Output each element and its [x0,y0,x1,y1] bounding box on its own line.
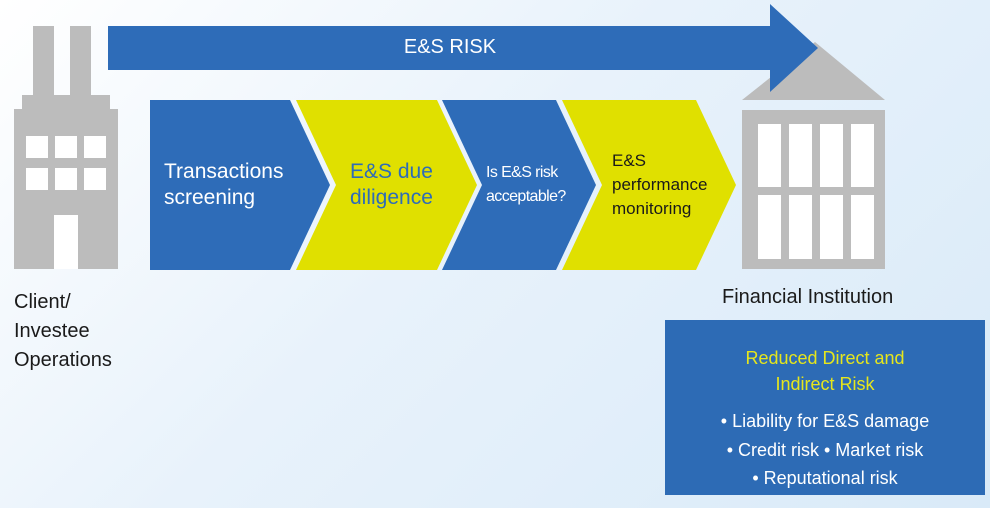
risk-box-title-1: Reduced Direct and [745,348,905,368]
risk-item-liability: • Liability for E&S damage [720,411,930,431]
step-4-line-3: monitoring [612,199,692,218]
client-line-3: Operations [14,349,112,371]
step-due-diligence: E&S due diligence [350,150,450,220]
step-4-line-2: performance [612,175,708,194]
risk-item-reputational: • Reputational risk [752,468,898,488]
bank-building-icon [742,42,885,269]
step-risk-acceptable: Is E&S risk acceptable? [486,150,586,220]
client-label: Client/ Investee Operations [14,288,112,375]
risk-item-credit-market: • Credit risk • Market risk [726,440,924,460]
risk-arrow-label: E&S RISK [403,36,497,58]
step-performance-monitoring: E&S performance monitoring [612,140,727,230]
client-line-2: Investee [14,320,90,342]
step-3-line-1: Is E&S risk [486,164,558,181]
step-2-line-2: diligence [350,186,433,209]
step-4-line-1: E&S [612,151,647,170]
risk-box-title-2: Indirect Risk [775,374,875,394]
step-transactions-screening: Transactions screening [164,150,304,220]
chevron-transactions-screening [150,100,330,270]
chevron-due-diligence [296,100,477,270]
step-1-line-1: Transactions [164,160,284,183]
client-line-1: Client/ [14,291,71,313]
step-1-line-2: screening [164,186,256,209]
institution-label: Financial Institution [722,286,894,308]
risk-reduction-box: Reduced Direct and Indirect Risk • Liabi… [665,320,985,495]
step-3-line-2: acceptable? [486,188,566,205]
chevron-risk-acceptable [442,100,596,270]
risk-arrow [108,4,818,92]
factory-icon [14,26,118,269]
step-2-line-1: E&S due [350,160,433,183]
chevron-performance-monitoring [562,100,736,270]
